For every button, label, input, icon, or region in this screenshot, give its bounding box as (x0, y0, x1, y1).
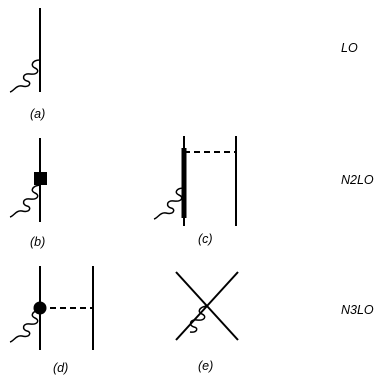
photon-wavy-line (189, 305, 208, 333)
diagram-label: (b) (30, 235, 45, 249)
circle-vertex (33, 301, 47, 315)
diagram-label: (a) (30, 107, 45, 121)
order-label-n3lo: N3LO (341, 303, 374, 317)
photon-wavy-line (9, 184, 41, 218)
diagram-label: (c) (198, 232, 213, 246)
diagram-b: (b) (9, 138, 47, 249)
diagram-label: (e) (198, 359, 213, 373)
photon-wavy-line (9, 309, 41, 343)
diagram-d: (d) (9, 266, 94, 375)
diagram-e: (e) (175, 271, 239, 373)
order-label-lo: LO (341, 41, 358, 55)
order-label-n2lo: N2LO (341, 173, 374, 187)
photon-wavy-line (9, 59, 41, 93)
photon-wavy-line (153, 187, 185, 220)
diagram-c: (c) (153, 136, 237, 246)
diagram-a: (a) (9, 8, 45, 121)
diagram-label: (d) (53, 361, 68, 375)
square-vertex (34, 172, 47, 185)
